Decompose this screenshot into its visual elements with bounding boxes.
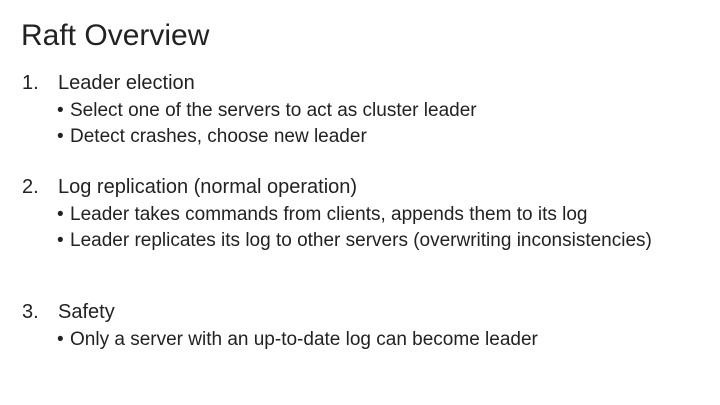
bullet-icon: •	[57, 230, 64, 251]
list-item-leader-election: 1. Leader election • Select one of the s…	[22, 70, 700, 148]
list-item-text: Leader election	[58, 72, 195, 94]
bullet-icon: •	[57, 204, 64, 225]
sub-bullet-text: Detect crashes, choose new leader	[70, 126, 367, 147]
slide-title: Raft Overview	[21, 19, 210, 52]
sub-bullet-text: Leader replicates its log to other serve…	[70, 230, 652, 251]
sub-bullet-text: Only a server with an up-to-date log can…	[70, 329, 538, 350]
sub-bullet-text: Leader takes commands from clients, appe…	[70, 204, 588, 225]
list-item-safety: 3. Safety • Only a server with an up-to-…	[22, 299, 700, 351]
sub-bullet-item: • Leader replicates its log to other ser…	[57, 229, 700, 252]
bullet-icon: •	[57, 329, 64, 350]
bullet-icon: •	[57, 100, 64, 121]
bullet-icon: •	[57, 126, 64, 147]
list-item-number: 3.	[22, 301, 39, 323]
list-item-text: Safety	[58, 301, 115, 323]
sub-bullet-item: • Detect crashes, choose new leader	[57, 125, 700, 148]
list-item-number: 2.	[22, 176, 39, 198]
sub-bullet-item: • Leader takes commands from clients, ap…	[57, 203, 700, 226]
list-item-log-replication: 2. Log replication (normal operation) • …	[22, 174, 700, 252]
list-item-heading: 1. Leader election	[22, 70, 700, 96]
list-item-number: 1.	[22, 72, 39, 94]
list-item-heading: 3. Safety	[22, 299, 700, 325]
list-item-heading: 2. Log replication (normal operation)	[22, 174, 700, 200]
sub-bullet-text: Select one of the servers to act as clus…	[70, 100, 477, 121]
sub-bullet-item: • Select one of the servers to act as cl…	[57, 99, 700, 122]
list-item-text: Log replication (normal operation)	[58, 176, 358, 198]
sub-bullet-item: • Only a server with an up-to-date log c…	[57, 328, 700, 351]
